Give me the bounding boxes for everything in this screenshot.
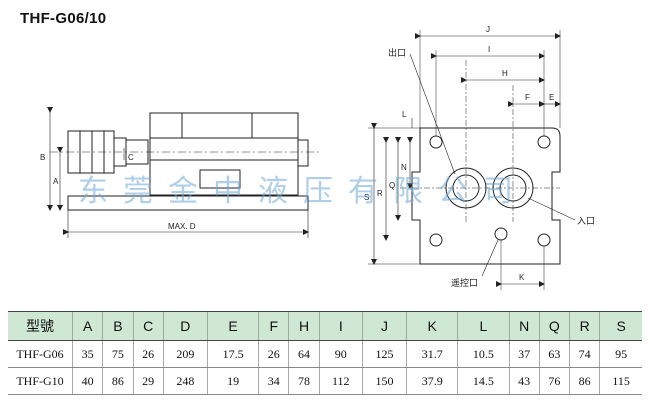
table-cell: 63 bbox=[538, 340, 570, 368]
table-cell: 34 bbox=[258, 367, 289, 395]
table-cell: 86 bbox=[568, 367, 600, 395]
bolt-hole bbox=[537, 135, 551, 149]
bolt-hole bbox=[537, 233, 551, 247]
dim-s-label: S bbox=[364, 193, 369, 202]
col-header: 型號 bbox=[8, 311, 73, 341]
page-title: THF-G06/10 bbox=[20, 10, 107, 27]
col-header: I bbox=[318, 311, 363, 341]
table-cell: 40 bbox=[71, 367, 103, 395]
col-header: K bbox=[406, 311, 458, 341]
dim-k-label: K bbox=[519, 273, 525, 282]
dim-r-label: R bbox=[377, 189, 383, 198]
col-header: J bbox=[361, 311, 407, 341]
dim-b-label: B bbox=[40, 153, 45, 162]
dim-n-label: N bbox=[401, 163, 407, 172]
top-view bbox=[368, 30, 576, 290]
table-cell: 64 bbox=[288, 340, 320, 368]
base-plate-outline bbox=[411, 127, 561, 265]
col-header: D bbox=[162, 311, 208, 341]
table-cell: 26 bbox=[132, 340, 164, 368]
table-cell: 17.5 bbox=[206, 340, 259, 368]
col-header: F bbox=[258, 311, 289, 341]
col-header: R bbox=[568, 311, 600, 341]
table-cell: 90 bbox=[318, 340, 363, 368]
table-cell: 31.7 bbox=[406, 340, 458, 368]
table-cell: 78 bbox=[288, 367, 320, 395]
table-cell: 43 bbox=[508, 367, 540, 395]
dim-f-label: F bbox=[525, 93, 530, 102]
table-cell: 37.9 bbox=[406, 367, 458, 395]
col-header: A bbox=[71, 311, 103, 341]
table-cell: 209 bbox=[162, 340, 208, 368]
col-header: B bbox=[102, 311, 133, 341]
table-cell: 74 bbox=[568, 340, 600, 368]
table-cell: THF-G10 bbox=[8, 367, 73, 395]
table-row: THF-G10 40 86 29 248 19 34 78 112 150 37… bbox=[8, 367, 642, 395]
table-cell: 19 bbox=[206, 367, 259, 395]
outlet-label: 出口 bbox=[388, 47, 406, 59]
side-view bbox=[47, 107, 320, 238]
col-header: N bbox=[508, 311, 540, 341]
table-header-row: 型號 A B C D E F H I J K L N Q R S bbox=[8, 311, 642, 341]
table-cell: 115 bbox=[599, 367, 642, 395]
name-plate bbox=[199, 169, 241, 189]
col-header: H bbox=[288, 311, 320, 341]
bolt-hole bbox=[429, 233, 443, 247]
table-cell: 14.5 bbox=[457, 367, 509, 395]
col-header: E bbox=[206, 311, 259, 341]
table-cell: 125 bbox=[361, 340, 407, 368]
inlet-label: 入口 bbox=[577, 216, 595, 227]
dim-c-label: C bbox=[128, 153, 134, 162]
table-cell: 112 bbox=[318, 367, 363, 395]
remote-port bbox=[494, 227, 508, 241]
col-header: C bbox=[132, 311, 164, 341]
dim-i-label: I bbox=[488, 45, 490, 54]
col-header: Q bbox=[538, 311, 570, 341]
table-cell: 26 bbox=[258, 340, 289, 368]
table-row: THF-G06 35 75 26 209 17.5 26 64 90 125 3… bbox=[8, 340, 642, 368]
table-cell: 35 bbox=[71, 340, 103, 368]
table-cell: 150 bbox=[361, 367, 407, 395]
table-cell: 10.5 bbox=[457, 340, 509, 368]
col-header: S bbox=[599, 311, 642, 341]
dim-q-label: Q bbox=[389, 181, 395, 190]
dim-a-label: A bbox=[53, 177, 59, 186]
table-cell: 248 bbox=[162, 367, 208, 395]
table-cell: 76 bbox=[538, 367, 570, 395]
dim-j-label: J bbox=[486, 25, 490, 34]
dim-h-label: H bbox=[502, 69, 508, 78]
dim-l-label: L bbox=[402, 110, 407, 119]
technical-drawing: B A C MAX. D bbox=[40, 25, 595, 290]
table-cell: 29 bbox=[132, 367, 164, 395]
table-cell: 95 bbox=[599, 340, 642, 368]
col-header: L bbox=[457, 311, 509, 341]
dimension-table: 型號 A B C D E F H I J K L N Q R S THF-G06… bbox=[8, 311, 642, 395]
dim-e-label: E bbox=[549, 93, 554, 102]
remote-port-label: 遥控口 bbox=[451, 277, 478, 289]
table-cell: 86 bbox=[102, 367, 133, 395]
table-cell: 75 bbox=[102, 340, 133, 368]
watermark: 东莞金中液压有限公司 bbox=[78, 174, 528, 209]
table-cell: 37 bbox=[508, 340, 540, 368]
bolt-hole bbox=[429, 135, 443, 149]
dim-d-label: MAX. D bbox=[168, 222, 196, 231]
table-cell: THF-G06 bbox=[8, 340, 73, 368]
